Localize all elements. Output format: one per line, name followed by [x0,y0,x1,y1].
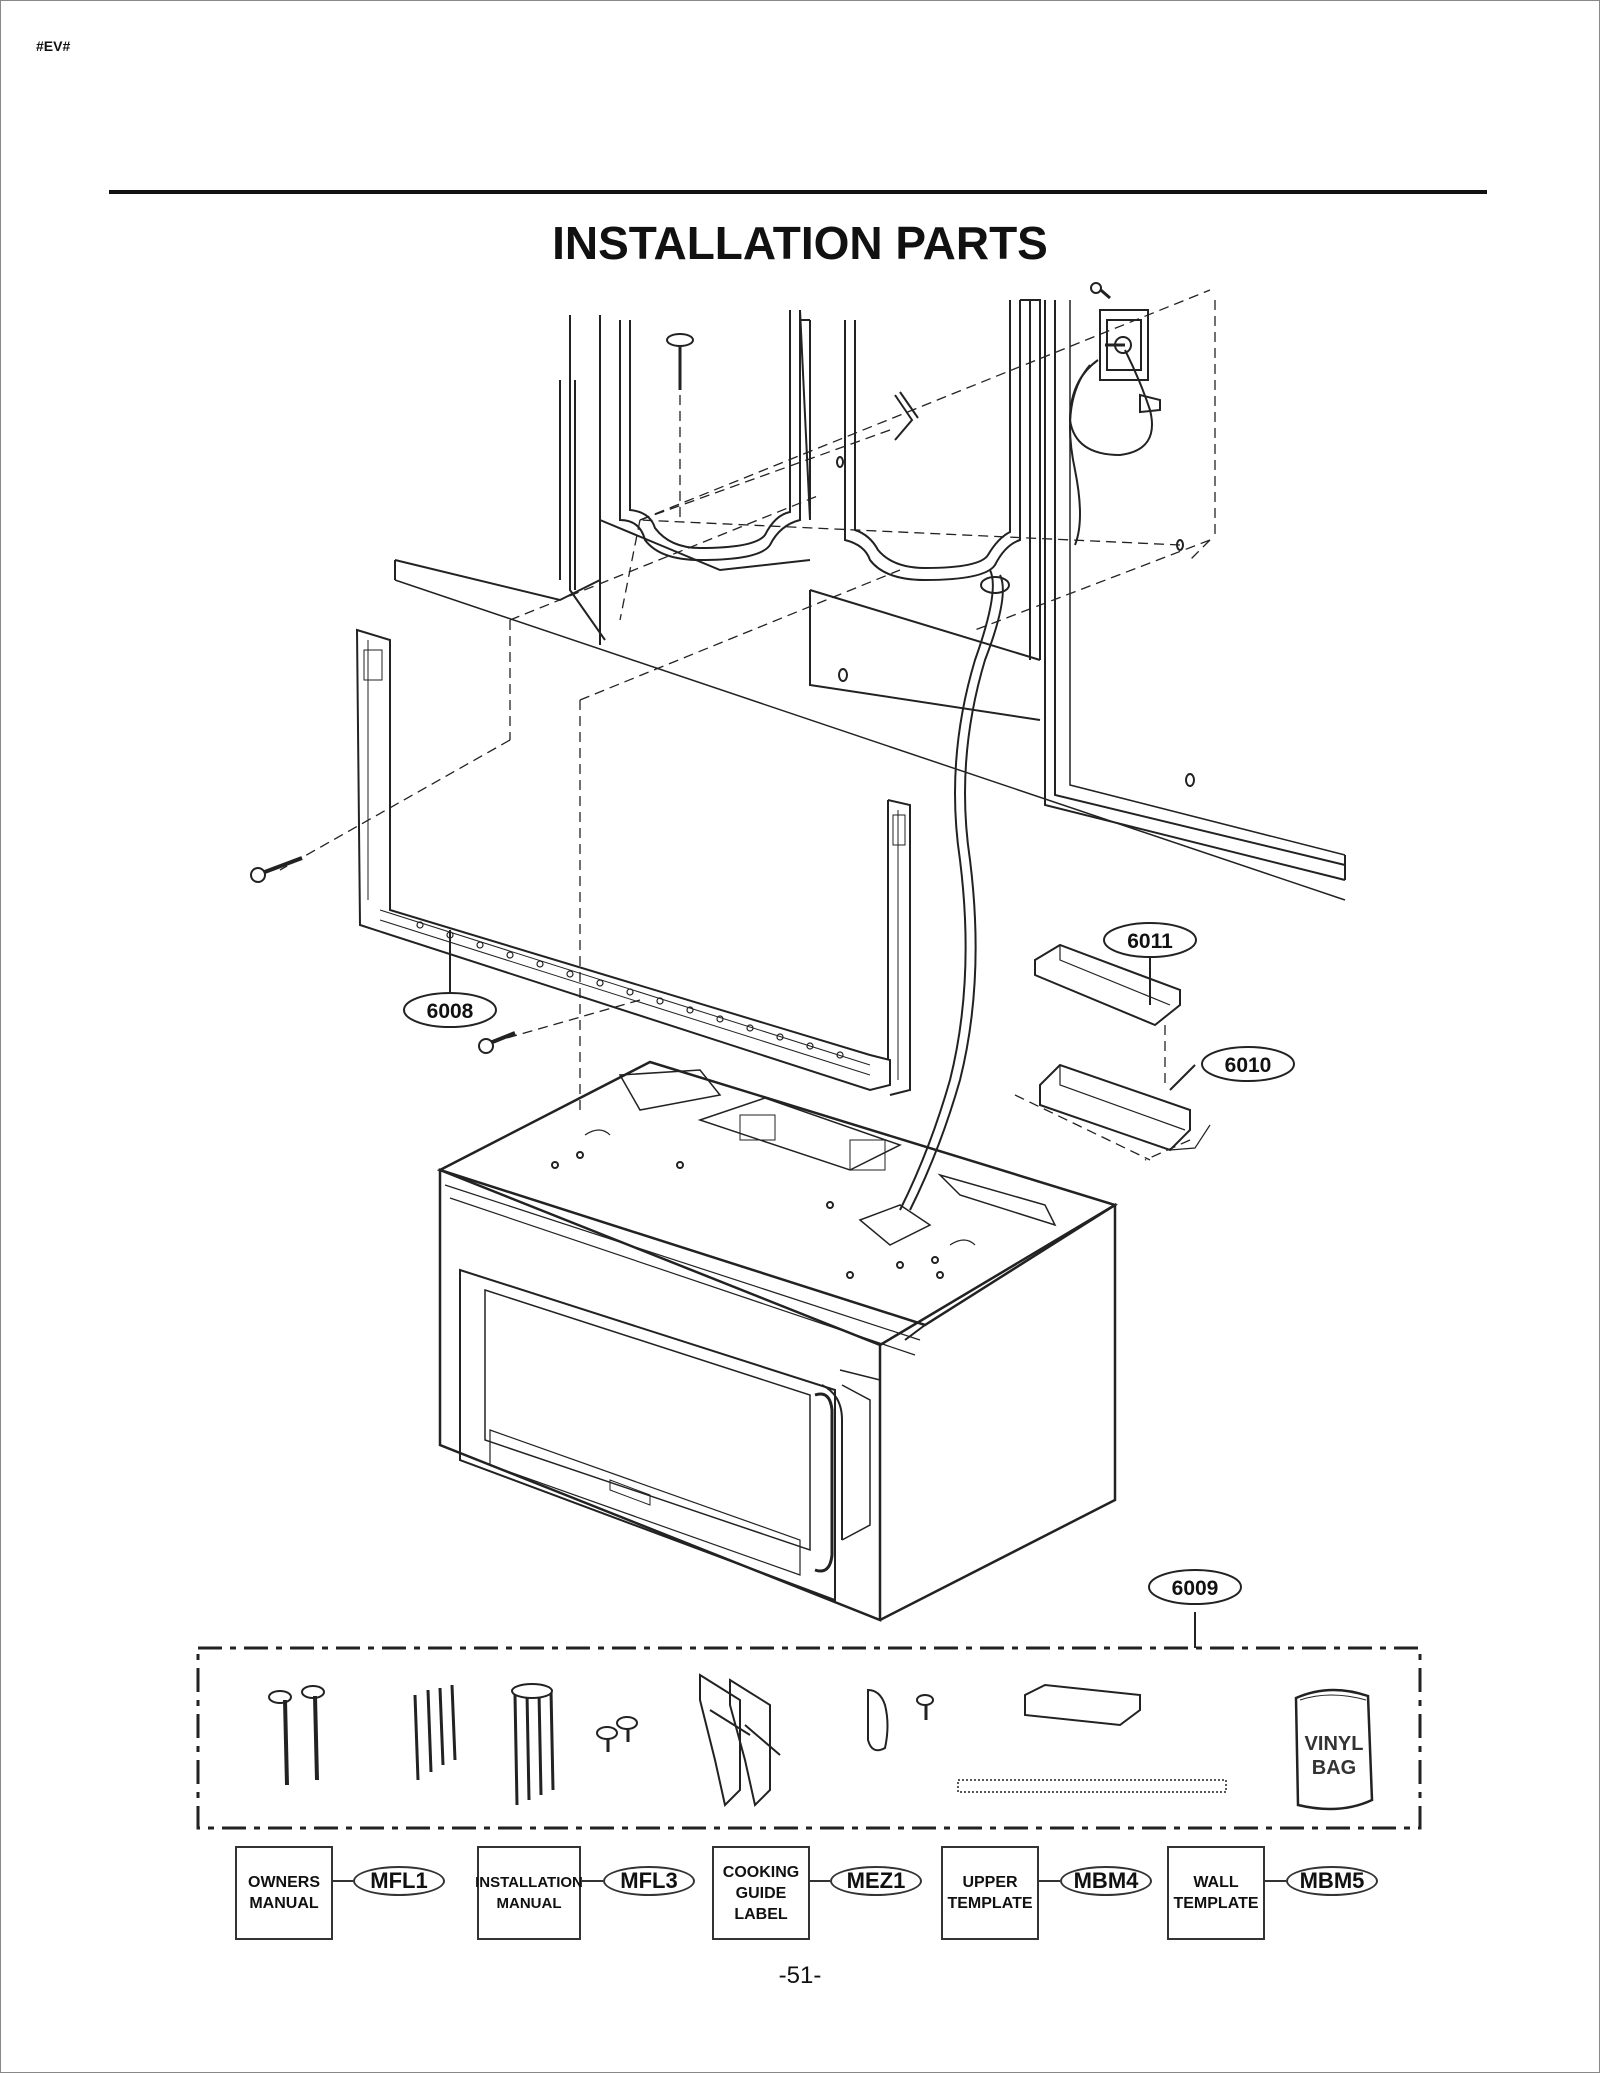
callout-6011: 6011 [1103,922,1197,958]
callout-6011-label: 6011 [1127,930,1173,953]
callout-6009: 6009 [1148,1569,1242,1605]
power-cord [899,569,994,1211]
callout-6010-label: 6010 [1225,1054,1272,1077]
connector [1265,1880,1286,1882]
page-number: -51- [778,1962,822,1989]
mounting-plate-holes [416,921,844,1059]
callout-6008-label: 6008 [427,1000,474,1023]
kit-contents [268,1673,1374,1811]
callout-6010: 6010 [1201,1046,1295,1082]
vinyl-bag-label-line2: BAG [1312,1757,1356,1779]
wall-screws [250,856,516,1054]
callout-6008: 6008 [403,992,497,1028]
installation-manual-box: INSTALLATION MANUAL [475,1846,583,1940]
wall-template-code: MBM5 [1286,1866,1378,1896]
upper-cabinets [279,282,1346,1110]
microwave-oven [436,1060,1118,1622]
cooking-guide-label-code: MEZ1 [830,1866,922,1896]
owners-manual-box: OWNERS MANUAL [235,1846,333,1940]
callout-6009-label: 6009 [1172,1577,1219,1600]
connector [581,1880,603,1882]
document-code: #EV# [36,38,71,54]
header-rule [109,190,1487,194]
connector [333,1880,353,1882]
upper-template-code: MBM4 [1060,1866,1152,1896]
kit-box-outline [196,1646,1422,1830]
vinyl-bag-label-line1: VINYL [1305,1733,1364,1755]
installation-manual-code: MFL3 [603,1866,695,1896]
upper-template-box: UPPER TEMPLATE [941,1846,1039,1940]
page-title: INSTALLATION PARTS [552,217,1048,269]
exhaust-damper-parts [1014,943,1211,1161]
wall-template-box: WALL TEMPLATE [1167,1846,1265,1940]
connector [1039,1880,1060,1882]
owners-manual-code: MFL1 [353,1866,445,1896]
connector [810,1880,830,1882]
mounting-plate [355,628,911,1096]
cooking-guide-label-box: COOKING GUIDE LABEL [712,1846,810,1940]
